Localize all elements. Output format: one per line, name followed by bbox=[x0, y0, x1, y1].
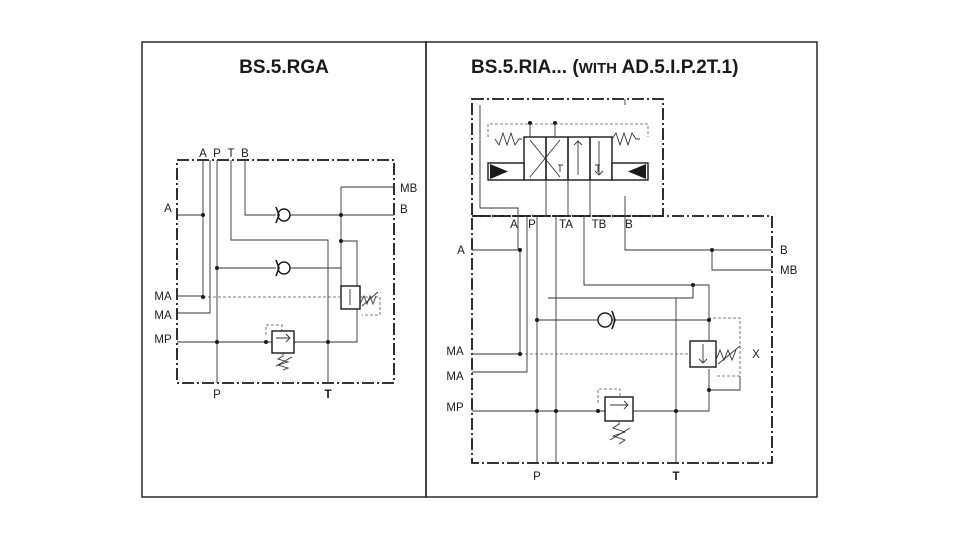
left-port-b: B bbox=[400, 204, 408, 216]
right-port-top-p: P bbox=[528, 219, 536, 231]
left-valve-body bbox=[176, 159, 395, 384]
right-circuit-lines bbox=[472, 99, 772, 463]
left-relief-valve bbox=[340, 285, 379, 310]
right-port-mb: MB bbox=[780, 265, 798, 277]
right-port-mp: MP bbox=[446, 402, 464, 414]
right-pressure-reducer bbox=[604, 396, 634, 445]
left-port-mp: MP bbox=[154, 334, 172, 346]
left-port-mb: MB bbox=[400, 183, 418, 195]
right-check-valve bbox=[597, 310, 616, 330]
right-port-ma-2: MA bbox=[446, 371, 464, 383]
left-port-top-b: B bbox=[241, 148, 249, 160]
left-port-top-a: A bbox=[199, 148, 207, 160]
right-panel-title: BS.5.RIA... (WITH AD.5.I.P.2T.1) bbox=[471, 57, 738, 78]
left-port-bottom-t: T bbox=[324, 389, 331, 401]
right-port-a: A bbox=[457, 245, 465, 257]
right-port-ma-1: MA bbox=[446, 346, 464, 358]
directional-valve bbox=[487, 121, 649, 181]
left-port-ma-2: MA bbox=[154, 310, 172, 322]
right-panel-frame bbox=[425, 41, 818, 498]
left-port-bottom-p: P bbox=[213, 389, 221, 401]
left-check-valve-b bbox=[275, 206, 291, 224]
right-valve-body bbox=[471, 215, 773, 464]
right-relief-valve bbox=[689, 340, 741, 368]
right-port-b: B bbox=[780, 245, 788, 257]
left-panel-title: BS.5.RGA bbox=[239, 57, 329, 78]
right-junctions bbox=[518, 248, 714, 413]
left-check-valve-p bbox=[275, 259, 291, 277]
left-port-a: A bbox=[164, 203, 172, 215]
right-title-main: BS.5.RIA... ( bbox=[471, 57, 579, 78]
left-pressure-reducer bbox=[271, 330, 295, 371]
left-port-top-p: P bbox=[213, 148, 221, 160]
right-port-bottom-t: T bbox=[672, 471, 679, 483]
right-title-with: WITH bbox=[579, 60, 617, 77]
pilot-drain-marker: X bbox=[752, 349, 760, 361]
right-port-top-a: A bbox=[510, 219, 518, 231]
left-junctions bbox=[201, 213, 343, 344]
right-port-top-tb: TB bbox=[592, 219, 607, 231]
right-title-tail: AD.5.I.P.2T.1) bbox=[617, 57, 738, 78]
left-port-top-t: T bbox=[227, 148, 234, 160]
right-port-top-b: B bbox=[625, 219, 633, 231]
right-port-top-ta: TA bbox=[559, 219, 573, 231]
right-port-bottom-p: P bbox=[533, 471, 541, 483]
left-port-ma-1: MA bbox=[154, 291, 172, 303]
